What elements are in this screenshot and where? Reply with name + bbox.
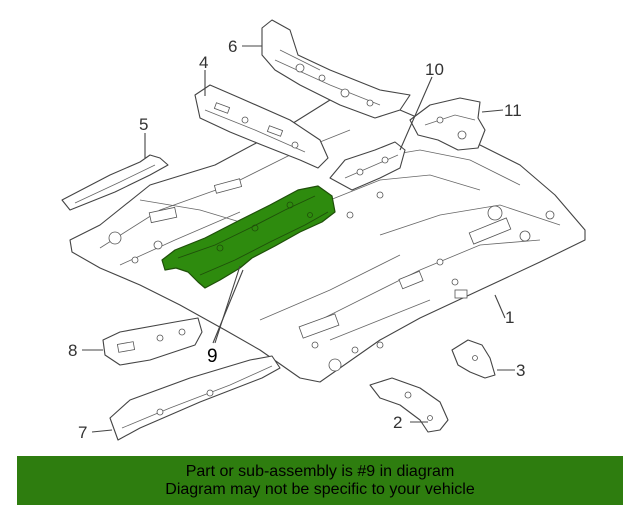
callout-8: 8 (68, 341, 77, 360)
reinforcement-part-5[interactable] (61, 154, 169, 211)
callout-9: 9 (207, 346, 218, 367)
side-sill-part-7[interactable] (109, 355, 281, 441)
callout-2: 2 (393, 413, 402, 432)
banner-line-1: Part or sub-assembly is #9 in diagram (185, 462, 455, 480)
cross-member-part-6[interactable] (261, 19, 411, 119)
callout-10: 10 (425, 60, 444, 79)
banner-line-2: Diagram may not be specific to your vehi… (165, 480, 475, 498)
callout-labels: 1 2 3 4 5 6 7 8 9 10 11 (68, 37, 525, 442)
leader-lines (82, 45, 515, 433)
plate-part-8[interactable] (102, 317, 203, 366)
bracket-part-10[interactable] (329, 141, 406, 191)
callout-7: 7 (78, 423, 87, 442)
floor-pan-part-1[interactable] (69, 99, 586, 383)
tunnel-reinforcement-part-9[interactable] (161, 185, 336, 289)
bracket-part-2[interactable] (369, 377, 449, 433)
callout-3: 3 (516, 361, 525, 380)
bracket-part-11[interactable] (409, 97, 486, 151)
parts-diagram: 1 2 3 4 5 6 7 8 9 10 11 (61, 19, 586, 442)
callout-1: 1 (505, 308, 514, 327)
callout-5: 5 (139, 115, 148, 134)
info-banner: Part or sub-assembly is #9 in diagram Di… (17, 456, 623, 505)
callout-6: 6 (228, 37, 237, 56)
cross-member-part-4[interactable] (194, 84, 329, 169)
bracket-part-3[interactable] (451, 339, 496, 379)
callout-11: 11 (504, 101, 522, 120)
callout-4: 4 (199, 53, 208, 72)
